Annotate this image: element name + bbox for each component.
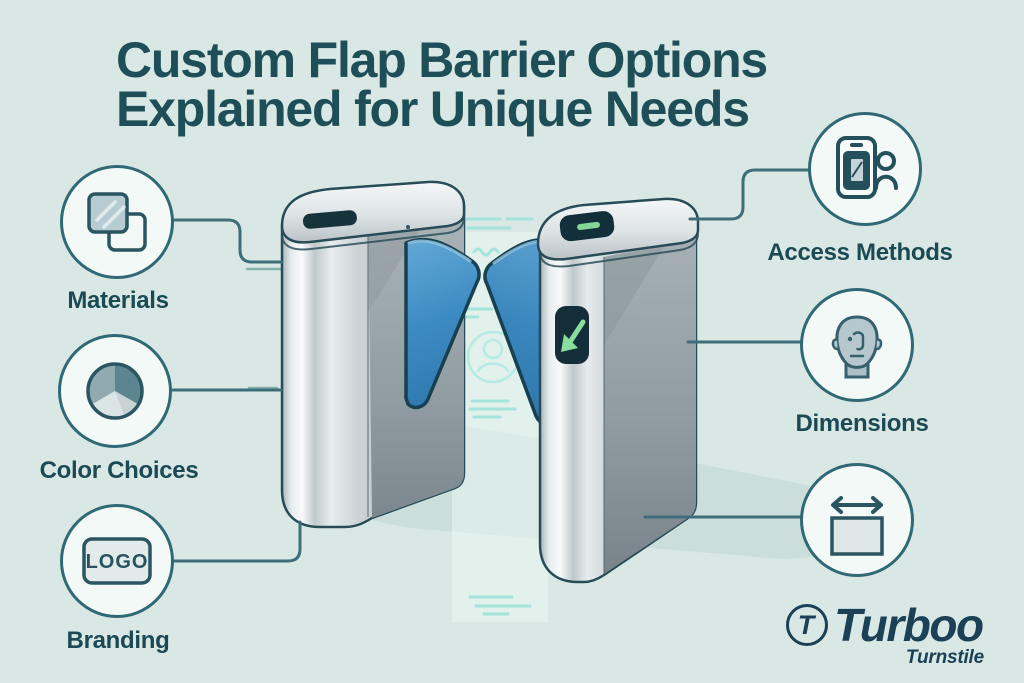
card-reader-slot — [302, 210, 357, 229]
logo-badge-icon: LOGO — [82, 537, 152, 585]
callout-connectors — [168, 168, 811, 563]
title-line-2: Explained for Unique Needs — [116, 81, 750, 137]
access-methods-label: Access Methods — [767, 239, 953, 266]
face-icon — [831, 315, 883, 379]
dimensions-label: Dimensions — [795, 410, 929, 437]
materials-callout — [60, 165, 174, 279]
right-pedestal-cap — [536, 197, 700, 261]
materials-label: Materials — [67, 287, 169, 314]
access-methods-callout — [808, 112, 922, 226]
entry-indicator — [555, 306, 589, 364]
brand-mark-icon: T — [786, 604, 828, 646]
background-dashes-left — [245, 267, 282, 390]
title-line-1: Custom Flap Barrier Options — [116, 32, 768, 88]
logo-badge-text: LOGO — [86, 551, 149, 573]
page-title: Custom Flap Barrier Options Explained fo… — [116, 32, 768, 137]
left-flap-wing — [404, 237, 481, 410]
layered-squares-icon — [87, 192, 147, 252]
width-arrow-icon — [830, 496, 884, 556]
brand-subtitle: Turnstile — [905, 647, 984, 668]
right-pedestal — [536, 197, 700, 584]
color-choices-callout — [58, 334, 172, 448]
connector-branding — [170, 520, 302, 563]
connector-access — [688, 168, 811, 221]
dimensions-callout — [800, 288, 914, 402]
phone-user-icon — [836, 136, 898, 199]
color-choices-label: Color Choices — [39, 457, 199, 484]
brand-logo: T Turboo Turnstile — [786, 598, 1000, 669]
brand-mark-letter: T — [797, 609, 815, 640]
top-scanner — [559, 211, 615, 242]
brand-wordmark: Turboo — [834, 599, 984, 651]
left-pedestal-cap — [280, 180, 466, 244]
connector-materials — [168, 218, 284, 264]
lane-width-callout — [800, 463, 914, 577]
color-wheel-icon — [86, 362, 144, 420]
brand-row: T Turboo — [786, 598, 1000, 652]
branding-label: Branding — [66, 627, 170, 654]
branding-callout: LOGO — [60, 504, 174, 618]
